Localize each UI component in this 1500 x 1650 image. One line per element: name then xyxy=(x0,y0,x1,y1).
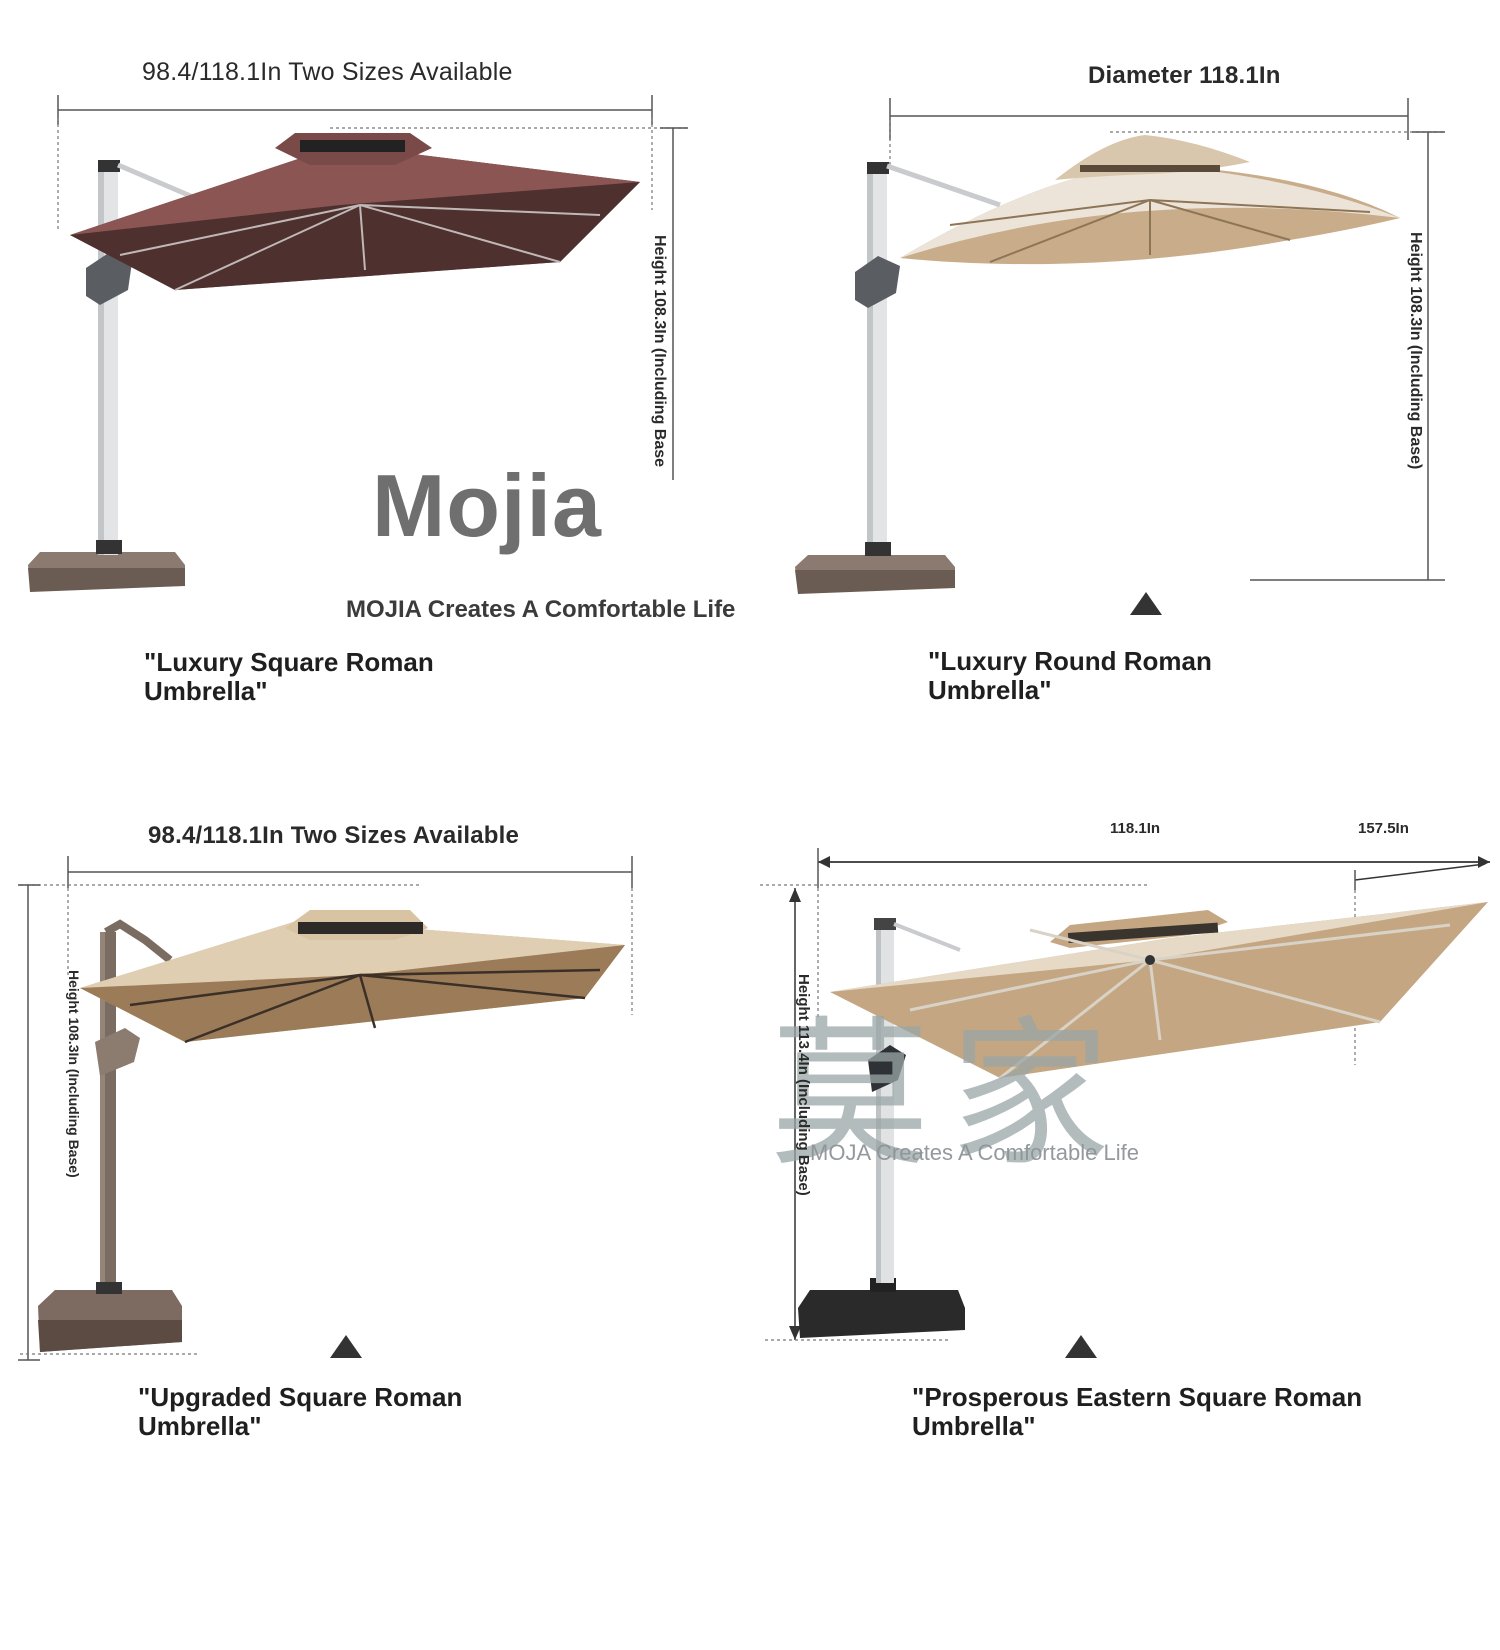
width-dimension-label: 98.4/118.1In Two Sizes Available xyxy=(142,58,513,86)
product-name-line1: "Upgraded Square Roman xyxy=(138,1382,463,1412)
product-name-line2: Umbrella" xyxy=(928,675,1052,705)
marker-triangle xyxy=(1065,1335,1097,1358)
height-dimension-label: Height 113.4In (Including Base) xyxy=(795,974,812,1196)
width-dimension-label: Diameter 118.1In xyxy=(1088,62,1281,89)
watermark-slogan: MOJA Creates A Comfortable Life xyxy=(810,1140,1139,1165)
height-dimension-label: Height 108.3In (Including Base) xyxy=(66,970,82,1178)
product-name: "Prosperous Eastern Square Roman Umbrell… xyxy=(912,1383,1362,1441)
product-name: "Luxury Square Roman Umbrella" xyxy=(144,648,434,706)
product-name-line1: "Luxury Square Roman xyxy=(144,647,434,677)
product-panel-luxury-square: 98.4/118.1In Two Sizes Available xyxy=(0,0,750,720)
marker-triangle xyxy=(1130,592,1162,615)
product-name-line1: "Luxury Round Roman xyxy=(928,646,1212,676)
product-name-line1: "Prosperous Eastern Square Roman xyxy=(912,1382,1363,1412)
product-name: "Upgraded Square Roman Umbrella" xyxy=(138,1383,462,1441)
height-dimension-label: Height 108.3In (Including Base xyxy=(651,235,668,468)
product-panel-prosperous-eastern: 118.1In 157.5In xyxy=(750,760,1500,1520)
product-name: "Luxury Round Roman Umbrella" xyxy=(928,647,1212,705)
width-dimension-label-large: 157.5In xyxy=(1358,820,1409,837)
umbrella-illustration-upgraded xyxy=(18,856,633,1361)
product-name-line2: Umbrella" xyxy=(144,676,268,706)
product-panel-upgraded-square: 98.4/118.1In Two Sizes Available He xyxy=(0,760,750,1520)
marker-triangle xyxy=(330,1335,362,1358)
width-dimension-label-small: 118.1In xyxy=(1110,820,1161,837)
brand-slogan: MOJIA Creates A Comfortable Life xyxy=(346,596,736,623)
product-name-line2: Umbrella" xyxy=(912,1411,1036,1441)
width-dimension-label: 98.4/118.1In Two Sizes Available xyxy=(148,822,520,849)
product-panel-luxury-round: Diameter 118.1In Height 108.3In (Includi xyxy=(750,0,1500,720)
watermark-cjk-logo: 莫家 xyxy=(770,1001,1131,1188)
umbrella-illustration-round xyxy=(795,98,1445,615)
umbrella-illustration-brown xyxy=(28,95,688,592)
height-dimension-label: Height 108.3In (Including Base) xyxy=(1407,232,1424,470)
umbrella-illustration-eastern xyxy=(760,848,1490,1358)
product-name-line2: Umbrella" xyxy=(138,1411,262,1441)
brand-logo-text: Mojia xyxy=(372,456,602,555)
